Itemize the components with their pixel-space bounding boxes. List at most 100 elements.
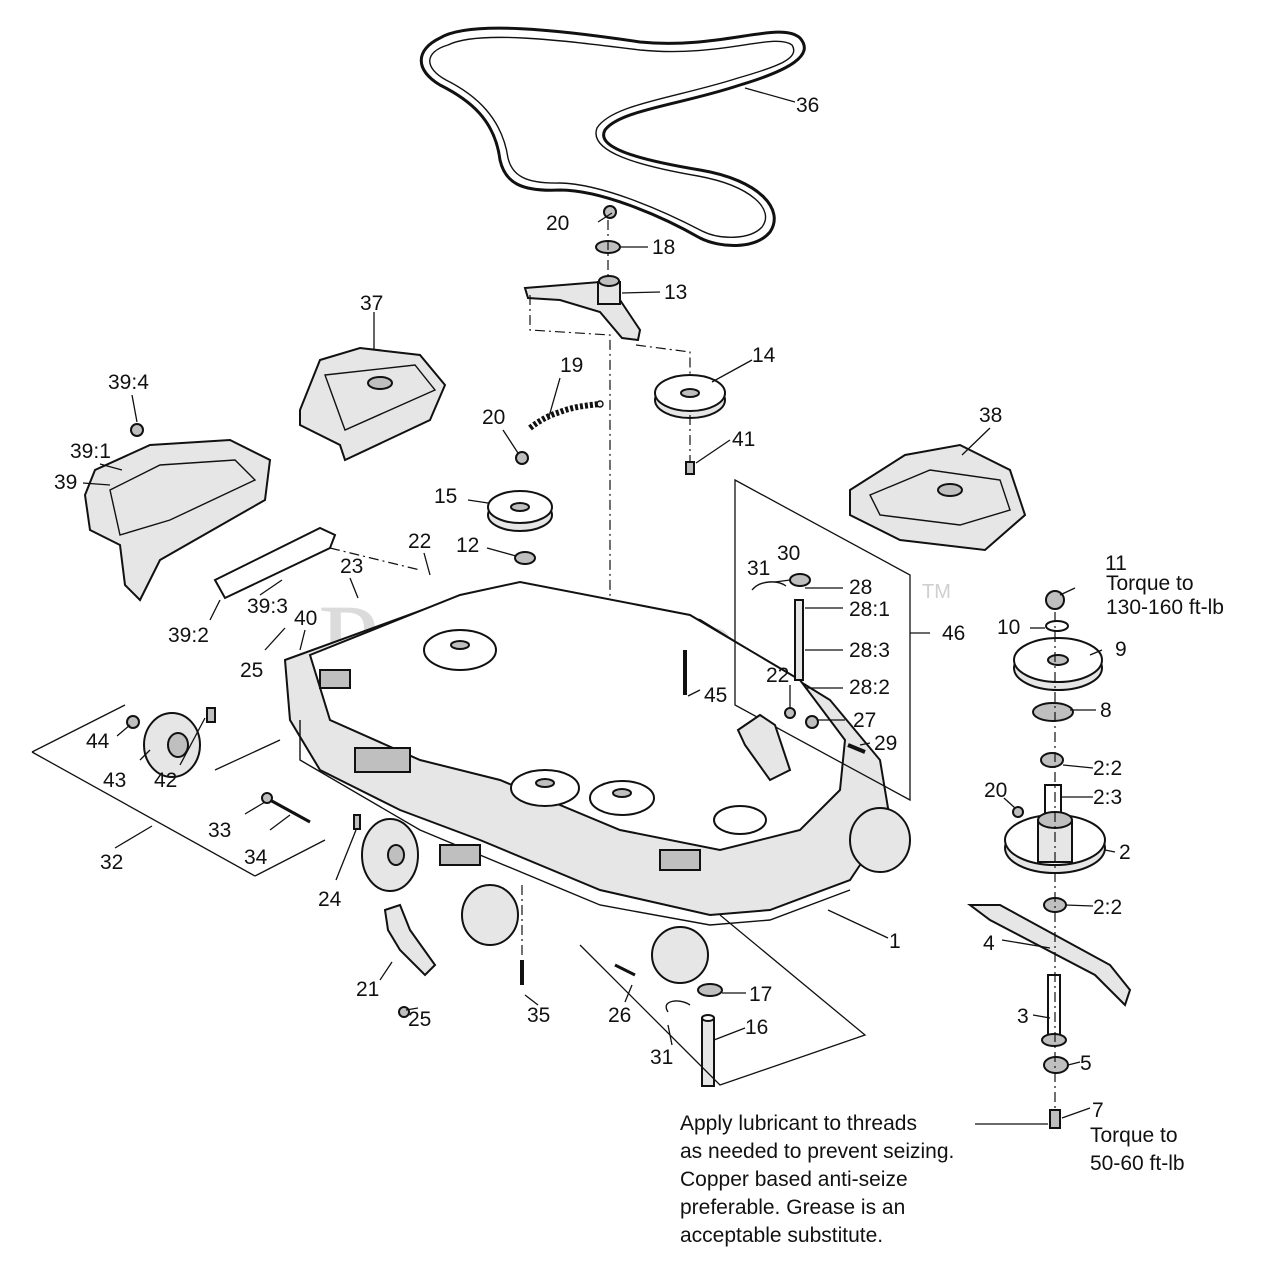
belt-shield-37 bbox=[299, 346, 447, 462]
idler-pulley-15 bbox=[487, 490, 553, 532]
callout-29: 29 bbox=[874, 732, 897, 755]
callout-34: 34 bbox=[244, 846, 268, 869]
anti-scalp-wheel-43 bbox=[143, 712, 201, 778]
hub-5 bbox=[1043, 1056, 1069, 1074]
deck-wheel-front-right bbox=[651, 926, 709, 984]
callout-45: 45 bbox=[704, 684, 727, 707]
spring-19 bbox=[528, 400, 604, 431]
callout-labels: 36 20 18 13 37 19 14 20 41 38 39:4 39:1 … bbox=[54, 94, 1131, 1122]
clip-31-top bbox=[751, 581, 787, 591]
callout-1: 1 bbox=[889, 930, 901, 953]
callout-2: 2 bbox=[1119, 841, 1131, 864]
bearing-2-2-top bbox=[1040, 752, 1064, 768]
callout-42: 42 bbox=[154, 769, 177, 792]
callout-32: 32 bbox=[100, 851, 123, 874]
callout-39: 39 bbox=[54, 471, 77, 494]
belt-shield-38 bbox=[849, 443, 1027, 552]
callout-21: 21 bbox=[356, 978, 379, 1001]
callout-26: 26 bbox=[608, 1004, 631, 1027]
callout-20: 20 bbox=[482, 406, 505, 429]
callout-2-3: 2:3 bbox=[1093, 786, 1122, 809]
callout-28-2: 28:2 bbox=[849, 676, 890, 699]
torque-note-7-line-2: 50-60 ft-lb bbox=[1090, 1152, 1185, 1175]
callout-20: 20 bbox=[546, 212, 569, 235]
callout-2-2: 2:2 bbox=[1093, 896, 1122, 919]
torque-note-7-line-1: Torque to bbox=[1090, 1124, 1178, 1147]
lubricant-note-line-2: as needed to prevent seizing. bbox=[680, 1140, 954, 1163]
leader-lines bbox=[82, 87, 1116, 1125]
washer-10 bbox=[1045, 620, 1069, 632]
nut-22-mid bbox=[784, 707, 796, 719]
callout-8: 8 bbox=[1100, 699, 1112, 722]
deck-wheel-rear bbox=[849, 807, 911, 873]
clip-31-bottom bbox=[665, 1000, 691, 1013]
torque-note-item-7: Torque to 50-60 ft-lb bbox=[1090, 1124, 1185, 1175]
callout-37: 37 bbox=[360, 292, 383, 315]
callout-28-1: 28:1 bbox=[849, 598, 890, 621]
callout-12: 12 bbox=[456, 534, 479, 557]
callout-4: 4 bbox=[983, 932, 995, 955]
idler-pulley-14 bbox=[654, 374, 726, 419]
callout-11: 11 bbox=[1105, 552, 1127, 575]
callout-39-3: 39:3 bbox=[247, 595, 288, 618]
callout-13: 13 bbox=[664, 281, 687, 304]
nut-20-mid bbox=[515, 451, 529, 465]
spindle-shaft-3 bbox=[1041, 974, 1067, 1047]
spacer-12 bbox=[514, 551, 536, 565]
callout-31: 31 bbox=[747, 557, 770, 580]
callout-28-3: 28:3 bbox=[849, 639, 890, 662]
callout-20: 20 bbox=[984, 779, 1007, 802]
callout-7: 7 bbox=[1092, 1099, 1104, 1122]
bolt-24 bbox=[353, 814, 361, 830]
callout-25: 25 bbox=[240, 659, 263, 682]
callout-19: 19 bbox=[560, 354, 583, 377]
height-bracket bbox=[736, 713, 792, 782]
washer-30 bbox=[789, 573, 811, 587]
callout-10: 10 bbox=[997, 616, 1020, 639]
lubricant-note: Apply lubricant to threads as needed to … bbox=[680, 1112, 954, 1247]
callout-40: 40 bbox=[294, 607, 317, 630]
callout-24: 24 bbox=[318, 888, 342, 911]
callout-27: 27 bbox=[853, 709, 876, 732]
torque-note-11-line-1: Torque to bbox=[1106, 572, 1194, 595]
washer-27 bbox=[805, 715, 819, 729]
height-pin-16 bbox=[701, 1014, 715, 1087]
callout-5: 5 bbox=[1080, 1052, 1092, 1075]
deck-wheel-front-left bbox=[361, 818, 419, 892]
callout-25: 25 bbox=[408, 1008, 431, 1031]
idler-arm bbox=[523, 275, 642, 342]
front-baffle-39 bbox=[83, 438, 272, 602]
callout-38: 38 bbox=[979, 404, 1002, 427]
watermark-trademark: TM bbox=[922, 581, 951, 603]
callout-39-1: 39:1 bbox=[70, 440, 111, 463]
torque-note-11-line-2: 130-160 ft-lb bbox=[1106, 596, 1224, 619]
callout-31: 31 bbox=[650, 1046, 673, 1069]
callout-17: 17 bbox=[749, 983, 772, 1006]
callout-18: 18 bbox=[652, 236, 675, 259]
front-bracket bbox=[213, 526, 421, 600]
washer-33 bbox=[261, 792, 273, 804]
bolt-7 bbox=[1049, 1109, 1061, 1129]
callout-22: 22 bbox=[766, 664, 789, 687]
callout-41: 41 bbox=[732, 428, 755, 451]
lubricant-note-line-3: Copper based anti-seize bbox=[680, 1168, 908, 1191]
nut-20-spindle bbox=[1012, 806, 1024, 818]
callout-15: 15 bbox=[434, 485, 457, 508]
lubricant-note-line-1: Apply lubricant to threads bbox=[680, 1112, 917, 1135]
scalp-bracket-21 bbox=[383, 903, 437, 977]
deck-wheel-mid bbox=[461, 884, 519, 946]
callout-39-2: 39:2 bbox=[168, 624, 209, 647]
callout-33: 33 bbox=[208, 819, 231, 842]
spindle-pulley-9 bbox=[1013, 637, 1103, 691]
torque-note-item-11: Torque to 130-160 ft-lb bbox=[1106, 572, 1224, 619]
axle-42 bbox=[206, 707, 216, 723]
callout-43: 43 bbox=[103, 769, 126, 792]
lubricant-note-line-5: acceptable substitute. bbox=[680, 1224, 883, 1247]
callout-35: 35 bbox=[527, 1004, 550, 1027]
callout-23: 23 bbox=[340, 555, 363, 578]
fastener-39-4 bbox=[130, 423, 144, 437]
callout-28: 28 bbox=[849, 576, 872, 599]
nut-11 bbox=[1045, 590, 1065, 610]
spacer-8 bbox=[1032, 702, 1074, 722]
